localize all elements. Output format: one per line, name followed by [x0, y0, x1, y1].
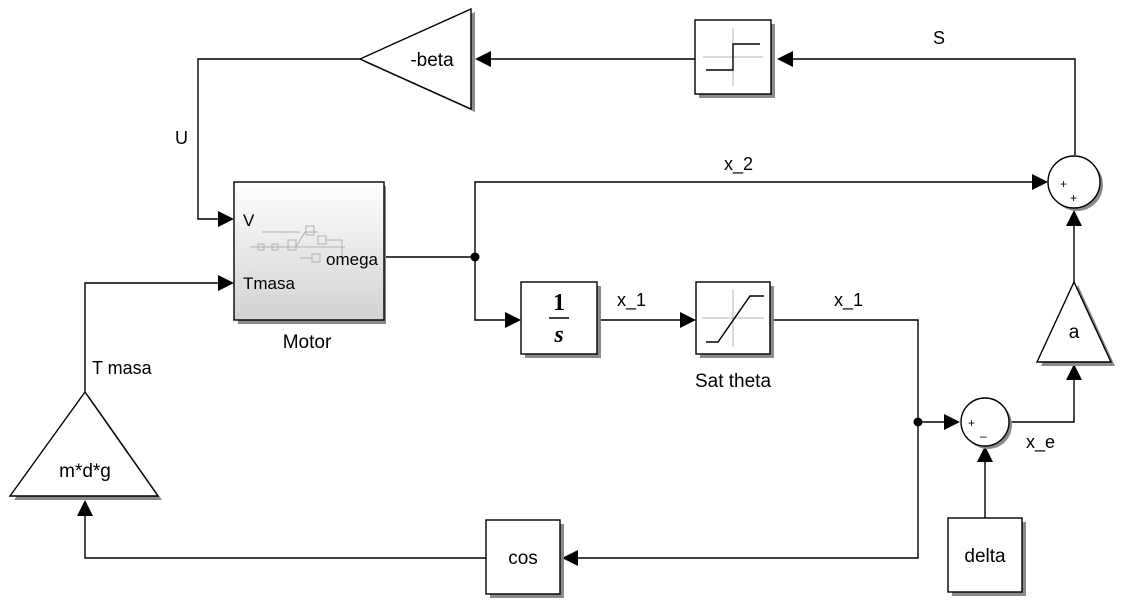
relay-block[interactable]: [694, 19, 775, 98]
sum-bottom-sign-1: +: [968, 416, 975, 430]
gain-beta-label: -beta: [410, 50, 454, 71]
signal-labels: S U x_2 x_1 x_1 x_e T masa: [92, 28, 1055, 453]
arrowhead-saturation-in: [680, 312, 696, 328]
motor-port-tmasa: Tmasa: [243, 274, 296, 293]
motor-port-v: V: [243, 211, 255, 230]
branch-point-omega: [470, 252, 480, 262]
arrowhead-integrator-in: [505, 312, 521, 328]
wire-omega-to-integrator[interactable]: [474, 257, 505, 321]
gain-a-block[interactable]: a: [1035, 280, 1115, 366]
saturation-name: Sat theta: [695, 371, 771, 392]
arrowhead-beta-in: [475, 51, 491, 67]
motor-internal-icon: [250, 225, 345, 263]
cos-label: cos: [508, 548, 538, 569]
wire-u[interactable]: [197, 58, 360, 220]
wire-x1-to-cos[interactable]: [578, 422, 919, 559]
motor-name: Motor: [283, 332, 332, 353]
gain-beta-block[interactable]: -beta: [358, 7, 475, 112]
relay-icon: [706, 43, 760, 71]
sum-top-sign-1: +: [1060, 177, 1067, 191]
sum-bottom-sign-2: –: [980, 429, 987, 443]
integrator-denominator: s: [553, 322, 563, 348]
branch-point-x1: [913, 417, 923, 427]
wire-tmasa[interactable]: [84, 282, 218, 392]
arrowhead-gain-mdg-in: [77, 500, 93, 516]
wires: [84, 58, 1076, 559]
arrowhead-motor-v: [218, 211, 234, 227]
arrowhead-relay-in: [777, 51, 793, 67]
arrowhead-top-sum-x2: [1032, 174, 1048, 190]
cos-block[interactable]: cos: [485, 519, 564, 598]
signal-label-x1-integrator: x_1: [617, 290, 646, 311]
arrowhead-bottom-sum-x1: [944, 414, 960, 430]
wire-s[interactable]: [793, 58, 1076, 155]
signal-label-xe: x_e: [1026, 432, 1055, 453]
sum-bottom-block[interactable]: + –: [960, 397, 1012, 449]
signal-label-x1-saturation: x_1: [834, 290, 863, 311]
saturation-icon: [706, 295, 764, 343]
arrowhead-bottom-sum-delta: [977, 446, 993, 462]
delta-block[interactable]: delta: [947, 517, 1026, 596]
signal-label-tmasa: T masa: [92, 358, 153, 378]
motor-subsystem-block[interactable]: V Tmasa omega Motor: [233, 181, 386, 353]
arrowheads: [77, 51, 1082, 566]
arrowhead-motor-tmasa: [218, 275, 234, 291]
arrowhead-cos-in: [562, 550, 578, 566]
sum-top-sign-2: +: [1070, 191, 1077, 205]
gain-mdg-label: m*d*g: [59, 461, 111, 482]
saturation-block[interactable]: Sat theta: [695, 281, 774, 392]
sum-top-block[interactable]: + +: [1047, 155, 1103, 211]
wire-cos-to-gain[interactable]: [84, 516, 486, 559]
signal-label-s: S: [933, 28, 945, 48]
gain-mdg-block[interactable]: m*d*g: [8, 390, 162, 500]
arrowhead-top-sum-a: [1066, 210, 1082, 226]
motor-port-omega: omega: [326, 250, 379, 269]
wire-x2[interactable]: [474, 181, 1032, 257]
signal-label-x2: x_2: [724, 154, 753, 175]
delta-label: delta: [964, 546, 1006, 567]
signal-label-u: U: [175, 128, 188, 148]
wire-x1-saturation[interactable]: [772, 319, 919, 422]
gain-a-label: a: [1069, 322, 1080, 343]
wire-xe[interactable]: [1009, 380, 1075, 423]
integrator-numerator: 1: [553, 290, 565, 316]
arrowhead-gain-a-in: [1066, 364, 1082, 380]
integrator-block[interactable]: 1 s: [520, 281, 601, 358]
